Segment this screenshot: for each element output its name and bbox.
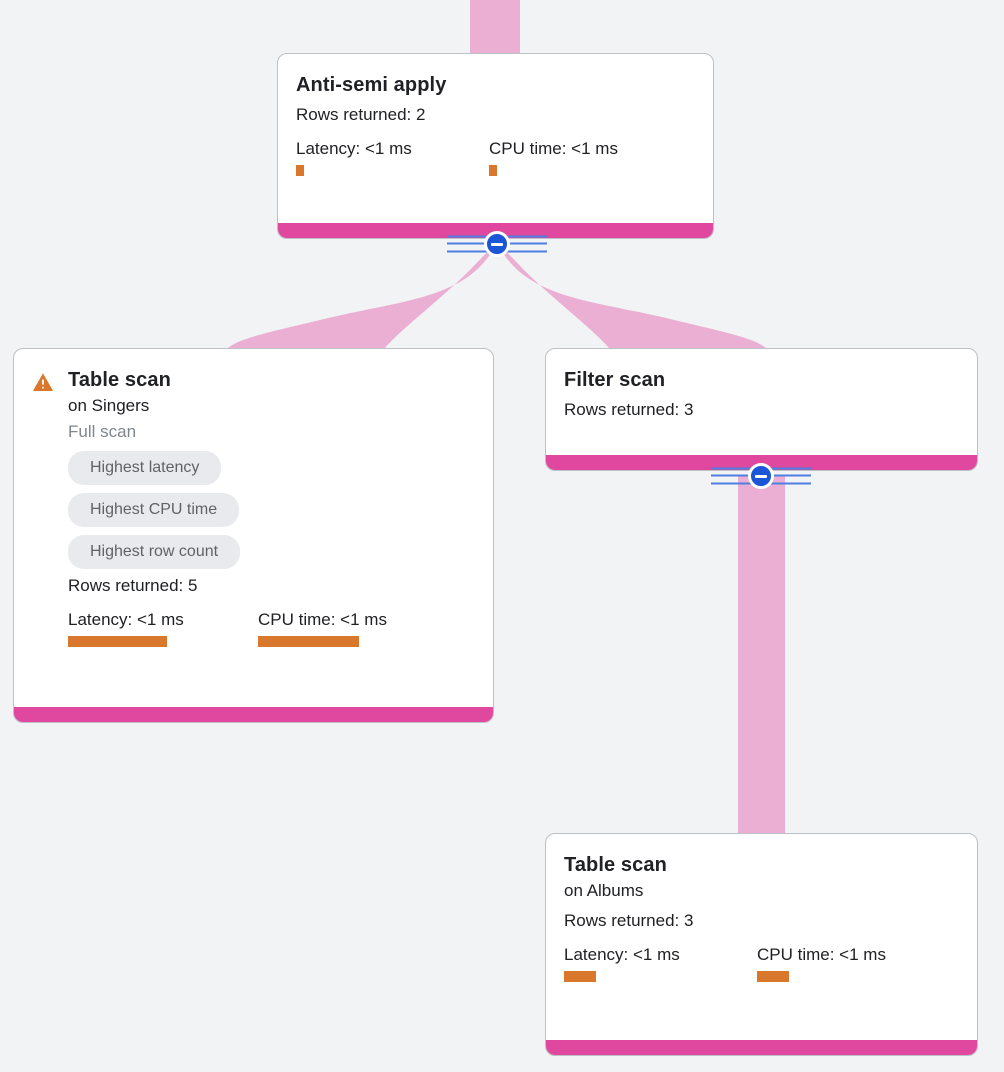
metric-cpu-time-bar [258, 636, 359, 647]
node-filter-scan[interactable]: Filter scan Rows returned: 3 [545, 348, 978, 471]
node-body: Table scan on Albums Rows returned: 3 La… [546, 834, 977, 1040]
metric-latency-label: Latency: <1 ms [68, 610, 184, 629]
metric-latency-bar [68, 636, 167, 647]
node-footer-accent [278, 223, 713, 238]
node-header-text: Anti-semi apply [296, 72, 446, 98]
node-chip-list: Highest latency Highest CPU time Highest… [68, 451, 475, 569]
metric-cpu-time-label: CPU time: <1 ms [258, 610, 387, 629]
metric-latency-label: Latency: <1 ms [564, 945, 680, 964]
metric-latency-bar [296, 165, 304, 176]
edge-antisemi-to-filter-scan [497, 242, 766, 348]
node-header-text: Table scan [564, 852, 667, 878]
metric-latency: Latency: <1 ms [564, 944, 757, 982]
node-table-scan-singers[interactable]: Table scan on Singers Full scan Highest … [13, 348, 494, 723]
node-body: Anti-semi apply Rows returned: 2 Latency… [278, 54, 713, 223]
node-title: Anti-semi apply [296, 74, 447, 96]
metric-latency: Latency: <1 ms [296, 138, 489, 176]
metric-latency: Latency: <1 ms [68, 609, 258, 647]
metric-cpu-time-bar [757, 971, 789, 982]
edge-antisemi-to-table-scan-singers [228, 242, 497, 348]
rows-returned: Rows returned: 3 [564, 911, 694, 930]
node-scan-type: Full scan [68, 422, 137, 441]
rows-returned: Rows returned: 3 [564, 400, 694, 419]
collapse-minus-icon[interactable] [748, 463, 774, 489]
edge-filterscan-to-table-scan-albums [738, 476, 785, 840]
metric-cpu-time: CPU time: <1 ms [258, 609, 387, 647]
node-metrics: Latency: <1 ms CPU time: <1 ms [296, 138, 695, 176]
node-header-text: Table scan [68, 367, 171, 393]
chip-highest-latency[interactable]: Highest latency [68, 451, 222, 485]
node-metrics: Latency: <1 ms CPU time: <1 ms [68, 609, 475, 647]
node-title: Table scan [68, 369, 171, 391]
metric-cpu-time-label: CPU time: <1 ms [757, 945, 886, 964]
chip-highest-cpu-time[interactable]: Highest CPU time [68, 493, 240, 527]
metric-cpu-time-bar [489, 165, 497, 176]
node-title: Table scan [564, 854, 667, 876]
node-subtitle: on Singers [68, 396, 150, 415]
node-anti-semi-apply[interactable]: Anti-semi apply Rows returned: 2 Latency… [277, 53, 714, 239]
node-subtitle: on Albums [564, 881, 644, 900]
node-footer-accent [546, 455, 977, 470]
chip-highest-row-count[interactable]: Highest row count [68, 535, 241, 569]
metric-latency-label: Latency: <1 ms [296, 139, 412, 158]
node-metrics: Latency: <1 ms CPU time: <1 ms [564, 944, 959, 982]
node-body: Filter scan Rows returned: 3 [546, 349, 977, 455]
node-title: Filter scan [564, 369, 666, 391]
rows-returned: Rows returned: 5 [68, 576, 198, 595]
metric-cpu-time-label: CPU time: <1 ms [489, 139, 618, 158]
node-header-text: Filter scan [564, 367, 665, 393]
toggle-filter-scan[interactable] [711, 463, 811, 489]
toggle-anti-semi-apply[interactable] [447, 231, 547, 257]
edge-incoming-root [470, 0, 520, 56]
node-header: Anti-semi apply [296, 72, 695, 98]
node-details: on Singers Full scan Highest latency Hig… [32, 393, 475, 647]
metric-cpu-time: CPU time: <1 ms [757, 944, 886, 982]
node-footer-accent [546, 1040, 977, 1055]
node-body: Table scan on Singers Full scan Highest … [14, 349, 493, 707]
metric-latency-bar [564, 971, 596, 982]
node-table-scan-albums[interactable]: Table scan on Albums Rows returned: 3 La… [545, 833, 978, 1056]
node-header: Table scan [564, 852, 959, 878]
rows-returned: Rows returned: 2 [296, 105, 426, 124]
node-header: Filter scan [564, 367, 959, 393]
warning-triangle-icon [33, 373, 53, 391]
collapse-minus-icon[interactable] [484, 231, 510, 257]
node-header: Table scan [32, 367, 475, 393]
metric-cpu-time: CPU time: <1 ms [489, 138, 618, 176]
node-footer-accent [14, 707, 493, 722]
